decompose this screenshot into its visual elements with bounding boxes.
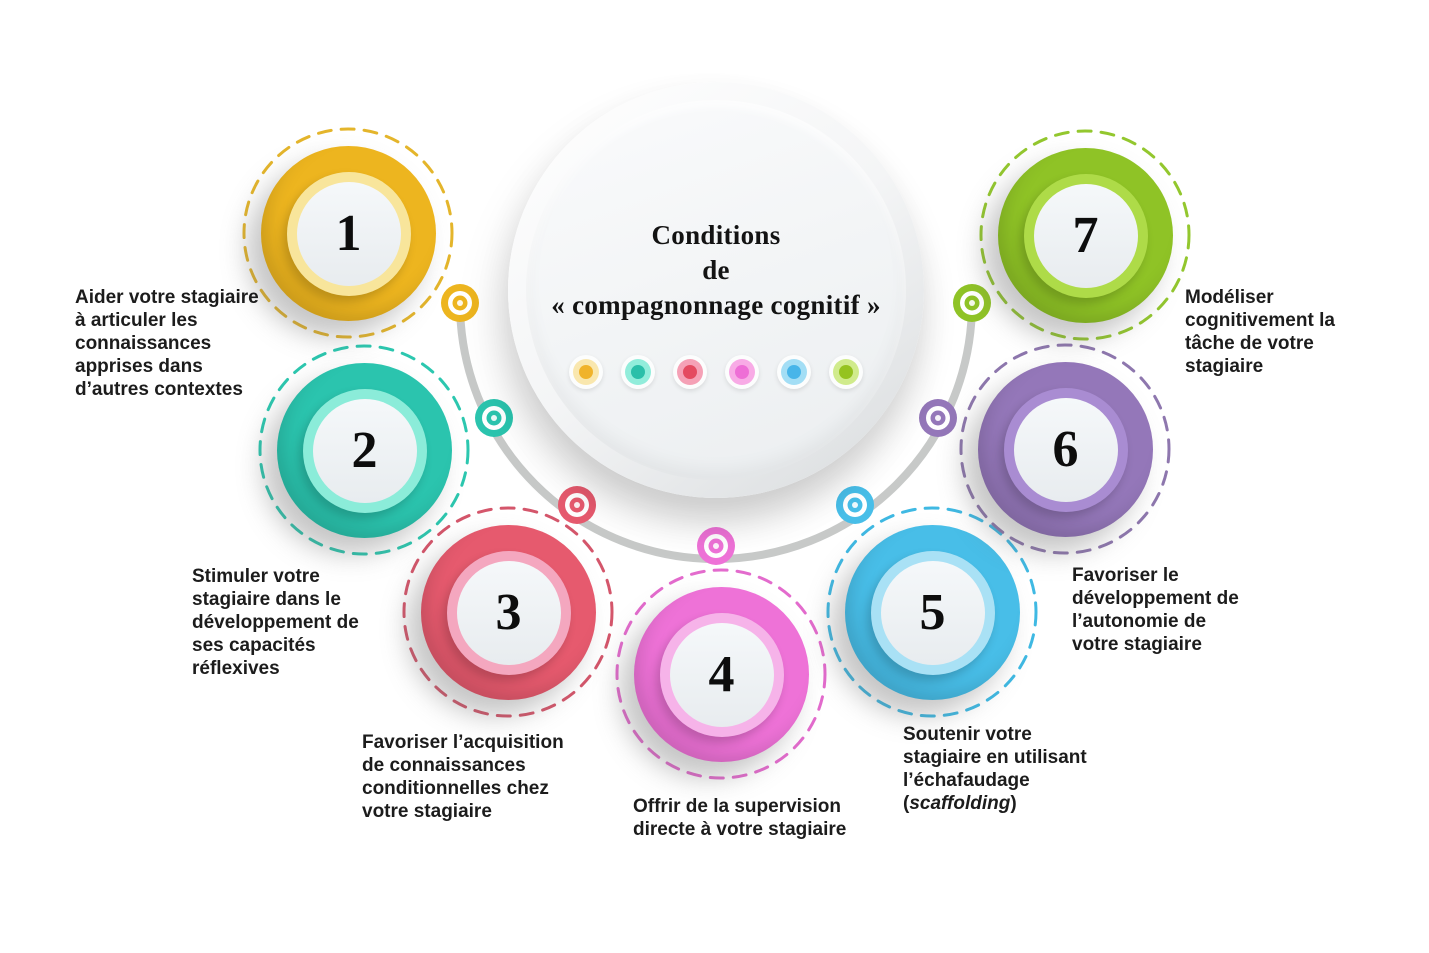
step-face-6: 6 <box>1013 397 1118 502</box>
label-line: tâche de votre <box>1185 333 1314 354</box>
legend-dot-5 <box>777 355 811 389</box>
step-label-7: Modéliser cognitivement la tâche de votr… <box>1185 286 1335 378</box>
label-line: votre stagiaire <box>362 801 492 822</box>
legend-dot-2 <box>621 355 655 389</box>
step-face-3: 3 <box>456 560 561 665</box>
label-line: l’échafaudage <box>903 770 1030 791</box>
label-line: stagiaire dans le <box>192 589 341 610</box>
step-number-7: 7 <box>1072 206 1099 264</box>
label-line: développement de <box>1072 588 1239 609</box>
step-number-1: 1 <box>335 204 362 262</box>
legend-dots-row <box>569 355 863 389</box>
label-line: stagiaire <box>1185 356 1264 377</box>
label-line: l’autonomie de <box>1072 611 1207 632</box>
dashed-ring-1 <box>242 127 454 339</box>
step-disc-1: 1 <box>261 146 436 321</box>
label-line: votre stagiaire <box>1072 634 1202 655</box>
step-disc-6: 6 <box>978 362 1153 537</box>
label-line: directe à votre stagiaire <box>633 819 847 840</box>
title-line-3: « compagnonnage cognitif » <box>551 290 881 320</box>
title-line-1: Conditions <box>651 220 781 250</box>
legend-dot-3 <box>673 355 707 389</box>
connector-node-1 <box>441 284 479 322</box>
legend-dot-4 <box>725 355 759 389</box>
step-inner-ring-2: 2 <box>302 388 427 513</box>
step-disc-5: 5 <box>845 525 1020 700</box>
label-line: apprises dans <box>75 356 203 377</box>
step-face-7: 7 <box>1033 183 1138 288</box>
label-line: développement de <box>192 612 359 633</box>
label-line: Favoriser le <box>1072 565 1179 586</box>
label-line: (scaffolding) <box>903 793 1017 814</box>
step-inner-ring-3: 3 <box>446 550 571 675</box>
step-number-4: 4 <box>708 645 735 703</box>
step-label-3: Favoriser l’acquisition de connaissances… <box>362 731 564 823</box>
step-number-3: 3 <box>495 583 522 641</box>
connector-node-6 <box>919 399 957 437</box>
step-inner-ring-4: 4 <box>659 612 784 737</box>
label-line: Aider votre stagiaire <box>75 287 259 308</box>
label-line: Favoriser l’acquisition <box>362 732 564 753</box>
dashed-ring-4 <box>615 568 827 780</box>
central-circle: Conditions de « compagnonnage cognitif » <box>508 82 924 498</box>
label-line: conditionnelles chez <box>362 778 549 799</box>
label-line: Soutenir votre <box>903 724 1032 745</box>
label-line: stagiaire en utilisant <box>903 747 1087 768</box>
step-label-2: Stimuler votre stagiaire dans le dévelop… <box>192 565 359 680</box>
step-face-1: 1 <box>296 181 401 286</box>
step-face-5: 5 <box>880 560 985 665</box>
label-line: cognitivement la <box>1185 310 1335 331</box>
label-line: Offrir de la supervision <box>633 796 841 817</box>
connector-node-7 <box>953 284 991 322</box>
step-label-5: Soutenir votre stagiaire en utilisant l’… <box>903 723 1087 815</box>
step-disc-3: 3 <box>421 525 596 700</box>
title-line-2: de <box>702 255 730 285</box>
legend-dot-6 <box>829 355 863 389</box>
dashed-ring-5 <box>826 506 1038 718</box>
dashed-ring-3 <box>402 506 614 718</box>
label-line: Stimuler votre <box>192 566 320 587</box>
connector-node-3 <box>558 486 596 524</box>
label-line: connaissances <box>75 333 212 354</box>
dashed-ring-2 <box>258 344 470 556</box>
step-number-5: 5 <box>919 583 946 641</box>
dashed-ring-7 <box>979 129 1191 341</box>
step-face-2: 2 <box>312 398 417 503</box>
connector-node-5 <box>836 486 874 524</box>
step-number-2: 2 <box>351 421 378 479</box>
step-label-6: Favoriser le développement de l’autonomi… <box>1072 564 1239 656</box>
label-line: ses capacités <box>192 635 316 656</box>
step-disc-4: 4 <box>634 587 809 762</box>
dashed-ring-6 <box>959 343 1171 555</box>
connector-node-4 <box>697 527 735 565</box>
step-inner-ring-5: 5 <box>870 550 995 675</box>
step-disc-7: 7 <box>998 148 1173 323</box>
label-line: Modéliser <box>1185 287 1274 308</box>
step-inner-ring-6: 6 <box>1003 387 1128 512</box>
step-label-4: Offrir de la supervision directe à votre… <box>633 795 846 841</box>
step-disc-2: 2 <box>277 363 452 538</box>
diagram-title: Conditions de « compagnonnage cognitif » <box>508 218 924 323</box>
label-line: de connaissances <box>362 755 526 776</box>
label-line: d’autres contextes <box>75 379 243 400</box>
central-circle-face <box>526 100 906 480</box>
step-inner-ring-7: 7 <box>1023 173 1148 298</box>
step-label-1: Aider votre stagiaire à articuler les co… <box>75 286 259 401</box>
label-line: à articuler les <box>75 310 198 331</box>
step-number-6: 6 <box>1052 420 1079 478</box>
legend-dot-1 <box>569 355 603 389</box>
step-inner-ring-1: 1 <box>286 171 411 296</box>
connector-node-2 <box>475 399 513 437</box>
label-line: réflexives <box>192 658 280 679</box>
step-face-4: 4 <box>669 622 774 727</box>
